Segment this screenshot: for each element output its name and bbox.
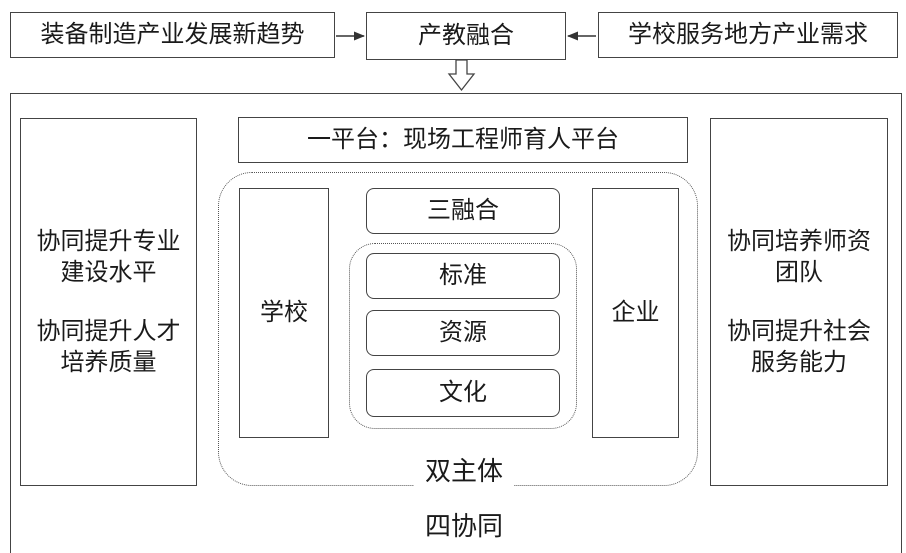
three-integration-box: 三融合	[366, 188, 560, 234]
enterprise-label: 企业	[611, 298, 660, 327]
top-left-label: 装备制造产业发展新趋势	[40, 20, 305, 49]
inner-item-standard-label: 标准	[439, 261, 487, 290]
left-panel-line-2: 建设水平	[60, 257, 157, 286]
right-panel-line-4: 服务能力	[751, 348, 847, 377]
right-panel-line-2: 团队	[775, 257, 823, 286]
dual-subject-label: 双主体	[414, 451, 514, 488]
top-center-box: 产教融合	[366, 12, 566, 60]
inner-item-resource: 资源	[366, 310, 560, 356]
left-panel: 协同提升专业 建设水平 协同提升人才 培养质量	[20, 118, 197, 486]
top-center-label: 产教融合	[418, 21, 514, 50]
school-box: 学校	[239, 188, 329, 438]
right-panel: 协同培养师资 团队 协同提升社会 服务能力	[710, 118, 888, 486]
hollow-down-arrow	[447, 59, 476, 92]
right-panel-line-1: 协同培养师资	[727, 226, 871, 255]
platform-label: 一平台：现场工程师育人平台	[307, 125, 619, 154]
inner-item-culture-label: 文化	[439, 378, 487, 407]
inner-item-resource-label: 资源	[439, 318, 487, 347]
top-right-label: 学校服务地方产业需求	[628, 20, 868, 49]
platform-box: 一平台：现场工程师育人平台	[238, 117, 688, 163]
left-panel-line-1: 协同提升专业	[36, 226, 181, 255]
top-right-box: 学校服务地方产业需求	[598, 12, 898, 58]
school-label: 学校	[260, 298, 308, 327]
left-panel-line-3: 协同提升人才	[36, 317, 181, 345]
inner-item-culture: 文化	[366, 369, 560, 417]
left-panel-line-4: 培养质量	[60, 348, 157, 377]
integration-group	[349, 243, 577, 429]
right-panel-line-3: 协同提升社会	[727, 317, 871, 345]
three-integration-label: 三融合	[427, 196, 499, 225]
enterprise-box: 企业	[592, 188, 679, 438]
four-collab-label: 四协同	[404, 506, 524, 543]
top-left-box: 装备制造产业发展新趋势	[10, 12, 335, 58]
inner-item-standard: 标准	[366, 253, 560, 299]
